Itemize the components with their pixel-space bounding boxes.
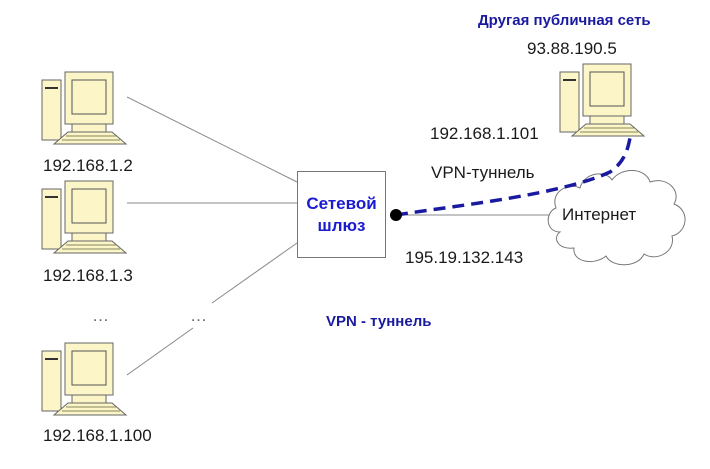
link-host-100-b xyxy=(211,242,298,304)
internet-label: Интернет xyxy=(562,205,637,224)
gateway-label-line2: шлюз xyxy=(317,215,366,235)
computer-icon xyxy=(41,342,127,416)
ellipsis-links: … xyxy=(190,306,207,325)
gateway-external-ip: 195.19.132.143 xyxy=(405,248,524,267)
gateway-port-dot xyxy=(390,209,402,221)
computer-icon xyxy=(41,71,127,145)
link-host-2 xyxy=(126,96,298,183)
host-ip-label: 192.168.1.100 xyxy=(43,426,152,445)
host-ip-label: 192.168.1.3 xyxy=(43,266,133,285)
host-ip-label: 192.168.1.2 xyxy=(43,156,133,175)
tunnel-label-top: VPN-туннель xyxy=(431,163,535,182)
ellipsis-hosts: … xyxy=(92,306,109,325)
tunnel-label-bottom: VPN - туннель xyxy=(326,313,432,330)
link-host-100-a xyxy=(126,327,194,376)
remote-host-ip: 192.168.1.101 xyxy=(430,124,539,143)
remote-public-ip: 93.88.190.5 xyxy=(527,39,617,58)
remote-network-title: Другая публичная сеть xyxy=(478,12,651,29)
computer-icon xyxy=(41,180,127,254)
gateway-label-line1: Сетевой xyxy=(306,193,377,213)
network-gateway: Сетевой шлюз xyxy=(297,171,386,258)
computer-icon xyxy=(559,63,645,137)
